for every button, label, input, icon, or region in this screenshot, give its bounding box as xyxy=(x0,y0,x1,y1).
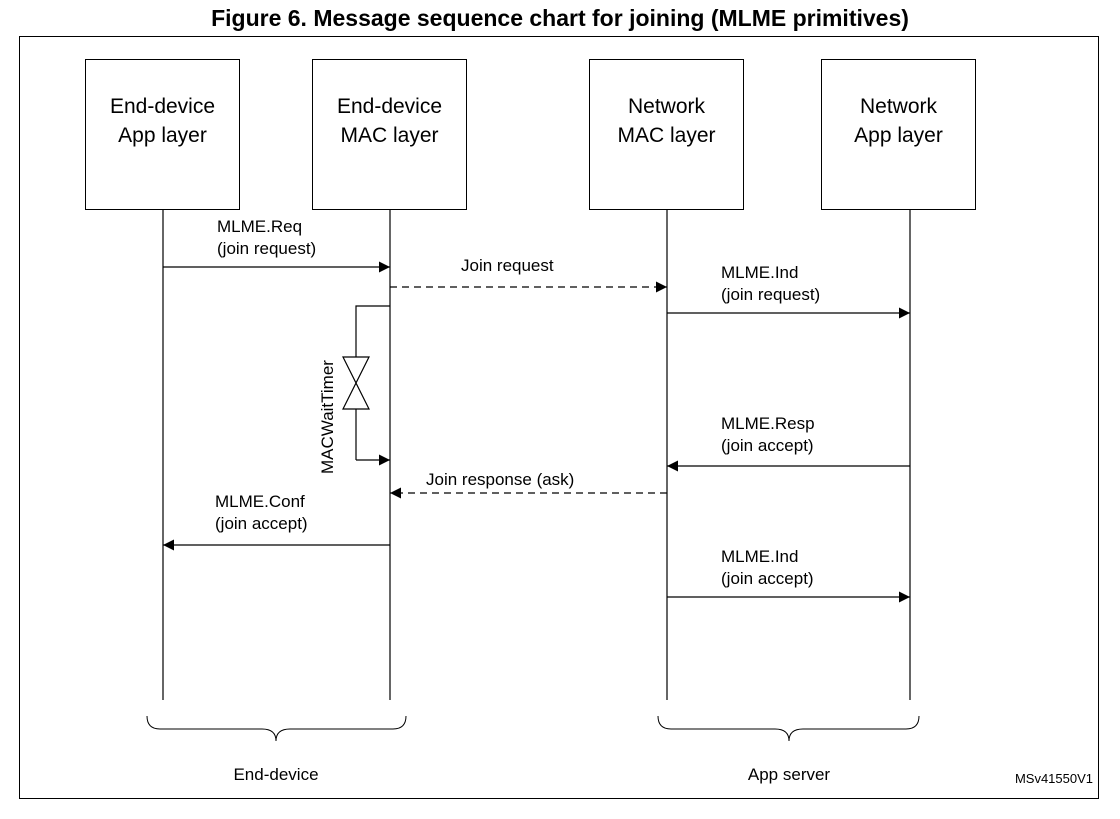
lifeline-subtitle: App layer xyxy=(118,124,207,147)
message-detail: (join request) xyxy=(721,285,821,304)
hourglass-icon xyxy=(342,356,370,410)
lifeline-subtitle: App layer xyxy=(854,124,943,147)
message-detail: (join accept) xyxy=(721,436,814,455)
label-mlme-conf: MLME.Conf (join accept) xyxy=(215,491,308,535)
lifeline-box-network-app: Network App layer xyxy=(821,59,976,210)
brace-end-device xyxy=(146,715,407,742)
message-detail: (join request) xyxy=(217,239,317,258)
message-name: MLME.Conf xyxy=(215,492,305,511)
label-mlme-ind-2: MLME.Ind (join accept) xyxy=(721,546,814,590)
message-name: MLME.Ind xyxy=(721,547,799,566)
timer-bracket-top xyxy=(355,305,390,357)
message-name: MLME.Resp xyxy=(721,414,815,433)
figure-id: MSv41550V1 xyxy=(1014,771,1093,786)
lifeline-box-network-mac: Network MAC layer xyxy=(589,59,744,210)
figure-title: Figure 6. Message sequence chart for joi… xyxy=(211,5,909,31)
lifeline-title: Network xyxy=(627,95,706,118)
brace-app-server xyxy=(657,715,920,742)
lifeline-box-enddevice-mac: End-device MAC layer xyxy=(312,59,467,210)
message-detail: (join accept) xyxy=(721,569,814,588)
group-label-end-device: End-device xyxy=(233,765,319,784)
label-join-response: Join response (ask) xyxy=(426,470,575,489)
label-mlme-ind-1: MLME.Ind (join request) xyxy=(721,262,820,306)
lifeline-title: End-device xyxy=(336,95,443,118)
message-detail: (join accept) xyxy=(215,514,308,533)
label-join-request: Join request xyxy=(461,256,554,275)
timer-label: MACWaitTimer xyxy=(318,360,337,474)
message-name: MLME.Req xyxy=(217,217,303,236)
lifeline-subtitle: MAC layer xyxy=(340,124,439,147)
lifeline-title: Network xyxy=(859,95,938,118)
label-mlme-req: MLME.Req (join request) xyxy=(217,216,316,260)
label-mlme-resp: MLME.Resp (join accept) xyxy=(721,413,815,457)
lifeline-subtitle: MAC layer xyxy=(617,124,716,147)
diagram-frame xyxy=(19,36,1099,799)
lifeline-title: End-device xyxy=(109,95,216,118)
lifeline-box-enddevice-app: End-device App layer xyxy=(85,59,240,210)
message-name: MLME.Ind xyxy=(721,263,799,282)
group-label-app-server: App server xyxy=(747,765,831,784)
